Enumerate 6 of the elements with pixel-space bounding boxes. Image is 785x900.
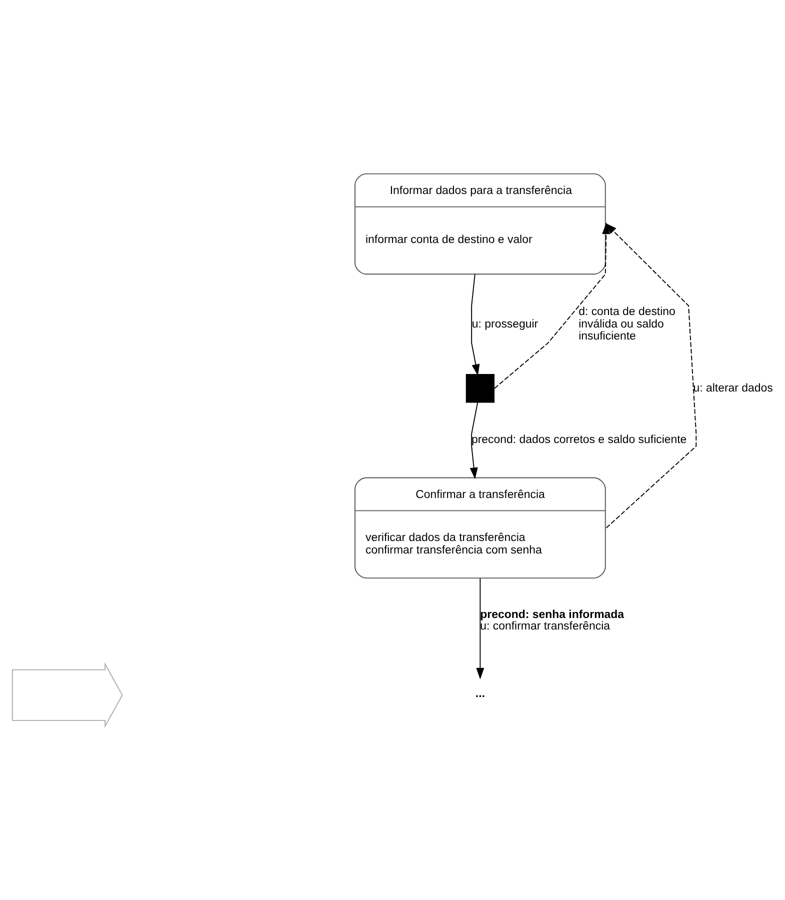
edge-label: precond: senha informada u: confirmar transferência: [480, 608, 624, 632]
edge-label: u: prosseguir: [472, 318, 538, 330]
node-text: ...: [475, 688, 485, 700]
edge-label: precond: dados corretos e saldo suficiente: [471, 434, 687, 446]
edge-label: d: conta de destino inválida ou saldo insuficiente: [578, 306, 676, 343]
edge-label: u: alterar dados: [693, 382, 773, 394]
